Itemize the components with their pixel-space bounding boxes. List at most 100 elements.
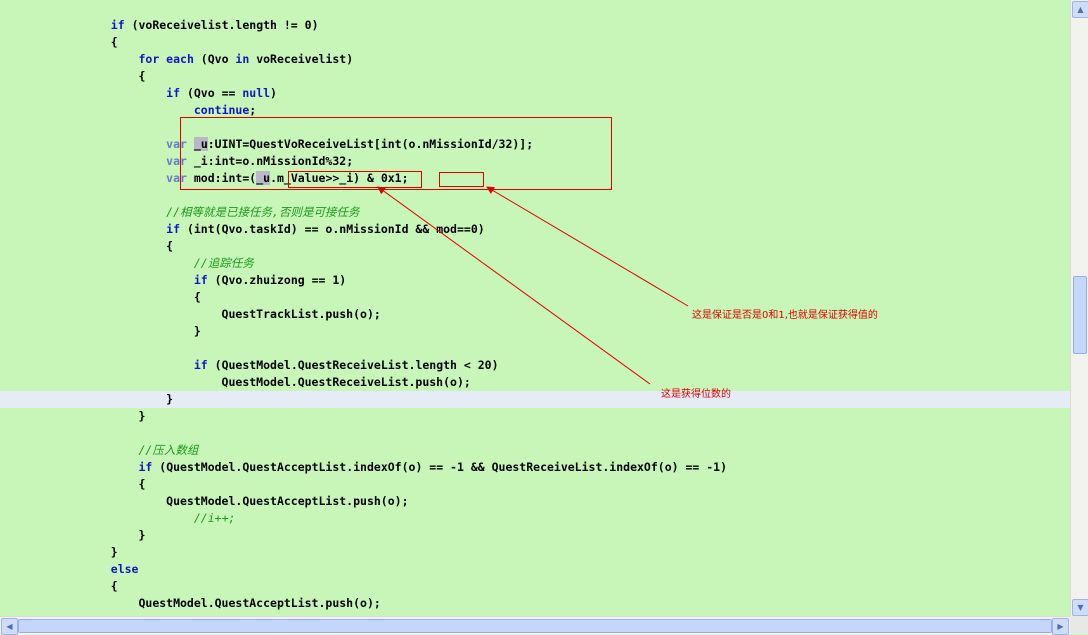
code-line[interactable]: { (0, 578, 118, 595)
code-line[interactable]: QuestTrackList.push(o); (0, 306, 381, 323)
code-line[interactable]: QuestModel.QuestReceiveList.push(o); (0, 374, 471, 391)
annotation-bit-note: 这是获得位数的 (661, 389, 731, 400)
code-token: QuestModel.QuestAcceptList.push(o); (0, 494, 409, 508)
right-arrow-icon: ▶ (1057, 622, 1064, 631)
code-keyword: in (235, 52, 250, 66)
code-token: (QuestModel.QuestReceiveList.length < 20… (207, 358, 499, 372)
code-line[interactable]: } (0, 527, 145, 544)
highlight-box-block (180, 117, 612, 190)
horizontal-scroll-thumb[interactable] (18, 619, 1052, 633)
code-line[interactable]: //追踪任务 (0, 255, 254, 272)
code-line[interactable]: if (Qvo == null) (0, 85, 277, 102)
code-line[interactable]: QuestModel.QuestAcceptList.push(o); (0, 493, 409, 510)
code-line[interactable]: //压入数组 (0, 442, 198, 459)
code-keyword: if (138, 460, 153, 474)
code-line[interactable]: { (0, 34, 118, 51)
code-keyword: var (166, 154, 187, 168)
code-token: _u (193, 137, 208, 151)
code-token: _i:int=o.nMissionId%32; (186, 154, 354, 168)
scroll-right-button[interactable]: ▶ (1052, 618, 1069, 635)
code-line[interactable]: { (0, 68, 145, 85)
code-keyword: else (110, 562, 139, 576)
code-line[interactable]: if (voReceivelist.length != 0) (0, 17, 319, 34)
code-token: { (0, 69, 146, 83)
code-line[interactable]: QuestModel.QuestAcceptList.push(o); (0, 595, 381, 612)
code-keyword: if (110, 18, 125, 32)
code-token: QuestModel.QuestReceiveList.push(o); (0, 375, 471, 389)
code-token: (QuestModel.QuestAcceptList.indexOf(o) =… (152, 460, 728, 474)
vertical-scroll-thumb[interactable] (1073, 276, 1087, 354)
code-token: .m_Value>>_i) & 0x1; (270, 171, 409, 185)
code-token: } (0, 324, 201, 338)
code-line[interactable]: { (0, 289, 201, 306)
code-comment: //i++; (193, 511, 236, 525)
highlight-box-mask (439, 172, 484, 187)
code-token: voReceivelist) (249, 52, 354, 66)
annotation-arrows (377, 186, 689, 385)
code-keyword: if (193, 273, 208, 287)
code-token: ) (270, 86, 277, 100)
code-token: (Qvo (193, 52, 236, 66)
code-line[interactable]: var _u:UINT=QuestVoReceiveList[int(o.nMi… (0, 136, 533, 153)
vertical-scrollbar[interactable]: ▲ ▼ (1070, 0, 1088, 616)
code-line[interactable]: //i++; (0, 510, 236, 527)
code-token: } (0, 392, 174, 406)
code-line[interactable]: //相等就是已接任务,否则是可接任务 (0, 204, 359, 221)
code-keyword: var (166, 171, 187, 185)
code-token: mod:int=( (186, 171, 257, 185)
code-comment: //相等就是已接任务,否则是可接任务 (166, 205, 360, 219)
code-line[interactable]: if (int(Qvo.taskId) == o.nMissionId && m… (0, 221, 485, 238)
code-line[interactable]: } (0, 408, 145, 425)
down-arrow-icon: ▼ (1077, 603, 1084, 612)
arrow-to-shift (377, 186, 651, 385)
code-token: QuestModel.QuestAcceptList.push(o); (0, 596, 381, 610)
code-token: } (0, 528, 146, 542)
code-token: { (0, 239, 174, 253)
code-line[interactable]: if (Qvo.zhuizong == 1) (0, 272, 346, 289)
code-keyword: var (166, 137, 187, 151)
horizontal-scrollbar[interactable]: ◀ ▶ (0, 616, 1070, 635)
code-keyword: null (242, 86, 271, 100)
code-token: QuestTrackList.push(o); (0, 307, 381, 321)
left-arrow-icon: ◀ (6, 622, 13, 631)
code-token: ; (249, 103, 257, 117)
code-editor[interactable]: if (voReceivelist.length != 0) { for eac… (0, 0, 1070, 616)
arrow-to-mask (486, 186, 689, 307)
code-token: (int(Qvo.taskId) == o.nMissionId && mod=… (180, 222, 485, 236)
code-token: } (0, 545, 118, 559)
code-token: (voReceivelist.length != 0) (124, 18, 319, 32)
code-token: :UINT=QuestVoReceiveList[int(o.nMissionI… (207, 137, 534, 151)
scroll-left-button[interactable]: ◀ (1, 618, 18, 635)
code-keyword: if (166, 222, 181, 236)
code-keyword: for each (138, 52, 194, 66)
scroll-down-button[interactable]: ▼ (1072, 599, 1088, 616)
code-line[interactable]: if (QuestModel.QuestAcceptList.indexOf(o… (0, 459, 727, 476)
up-arrow-icon: ▲ (1077, 5, 1084, 14)
code-token: { (0, 579, 118, 593)
scroll-up-button[interactable]: ▲ (1072, 1, 1088, 18)
code-comment: //追踪任务 (193, 256, 254, 270)
scrollbar-corner (1070, 616, 1088, 634)
code-keyword: continue (193, 103, 250, 117)
code-keyword: if (193, 358, 208, 372)
code-line[interactable]: for each (Qvo in voReceivelist) (0, 51, 353, 68)
code-line[interactable]: continue; (0, 102, 256, 119)
code-token: (Qvo.zhuizong == 1) (207, 273, 347, 287)
code-token: } (0, 409, 146, 423)
code-line[interactable]: } (0, 391, 173, 408)
code-comment: //压入数组 (138, 443, 199, 457)
current-line-highlight (0, 391, 1070, 408)
highlight-box-shift (288, 171, 422, 188)
code-line[interactable]: } (0, 544, 118, 561)
code-token: { (0, 290, 201, 304)
code-line[interactable]: var mod:int=(_u.m_Value>>_i) & 0x1; (0, 170, 409, 187)
code-line[interactable]: } (0, 323, 201, 340)
code-token: { (0, 35, 118, 49)
code-line[interactable]: else (0, 561, 139, 578)
code-line[interactable]: var _i:int=o.nMissionId%32; (0, 153, 353, 170)
code-line[interactable]: { (0, 238, 173, 255)
code-line[interactable]: if (QuestModel.QuestReceiveList.length <… (0, 357, 499, 374)
code-line[interactable]: { (0, 476, 145, 493)
code-keyword: if (166, 86, 181, 100)
code-token: (Qvo == (180, 86, 243, 100)
